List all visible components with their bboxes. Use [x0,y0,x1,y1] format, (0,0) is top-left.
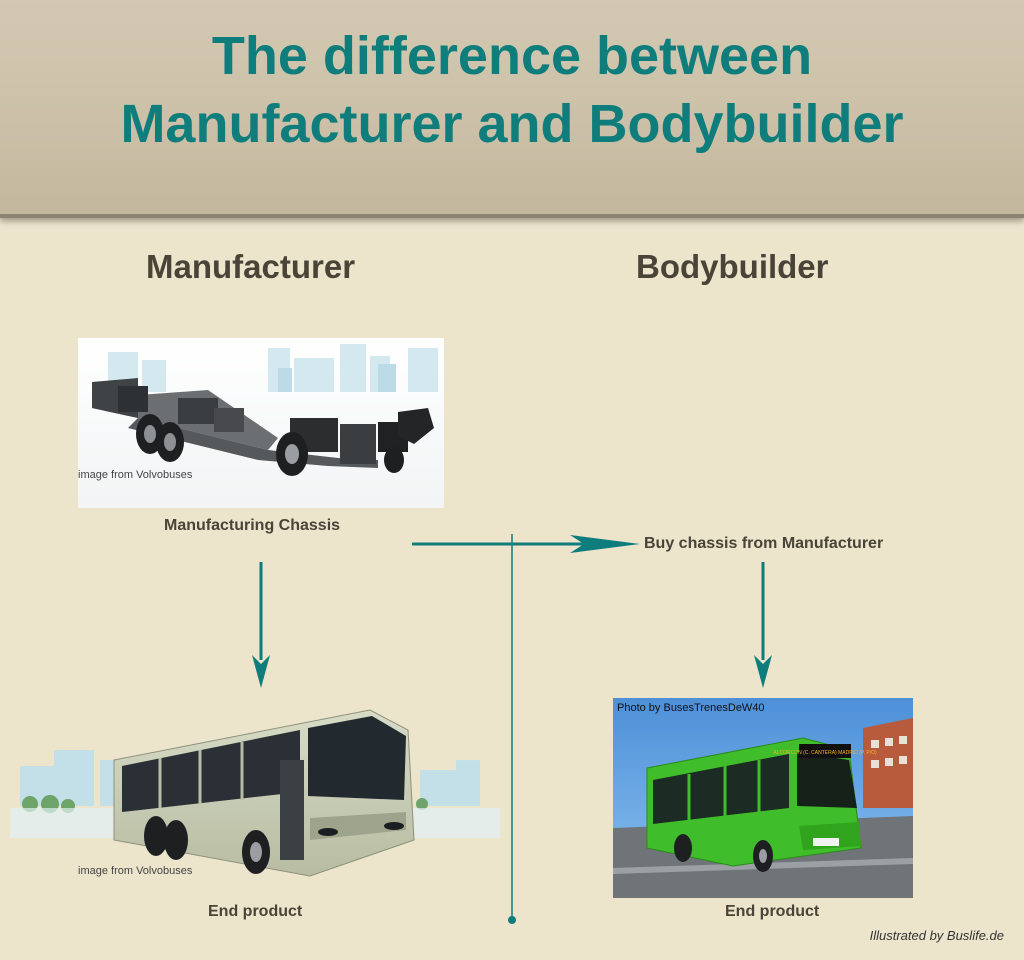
bodybuilder-heading: Bodybuilder [636,248,829,285]
manufacturer-bus-image: image from Volvobuses [10,709,500,877]
buy-chassis-label: Buy chassis from Manufacturer [644,535,884,552]
page-title: The difference between Manufacturer and … [0,22,1024,158]
manufacturer-end-product-label: End product [208,903,303,920]
photo-credit: Photo by BusesTrenesDeW40 [617,702,765,714]
bodybuilder-end-product-label: End product [725,903,820,920]
bus-destination-sign: ALCORCON (C. CANTERA) MADRID (P. PIO) [773,750,877,756]
manufacturer-heading: Manufacturer [146,248,356,285]
chassis-image: image from Volvobuses [78,338,444,508]
right-down-arrowhead-icon [754,655,772,688]
divider-end-dot-icon [508,916,516,924]
right-arrowhead-icon [570,535,640,553]
left-down-arrowhead-icon [252,655,270,688]
bodybuilder-bus-photo: ALCORCON (C. CANTERA) MADRID (P. PIO) Ph… [613,698,913,898]
bus-image-credit: image from Volvobuses [78,865,193,877]
title-line-2: Manufacturer and Bodybuilder [120,94,904,154]
manufacturing-chassis-label: Manufacturing Chassis [164,517,341,534]
chassis-image-credit: image from Volvobuses [78,469,193,481]
title-banner: The difference between Manufacturer and … [0,0,1024,218]
title-line-1: The difference between [211,26,813,86]
illustrator-signature: Illustrated by Buslife.de [869,928,1004,943]
